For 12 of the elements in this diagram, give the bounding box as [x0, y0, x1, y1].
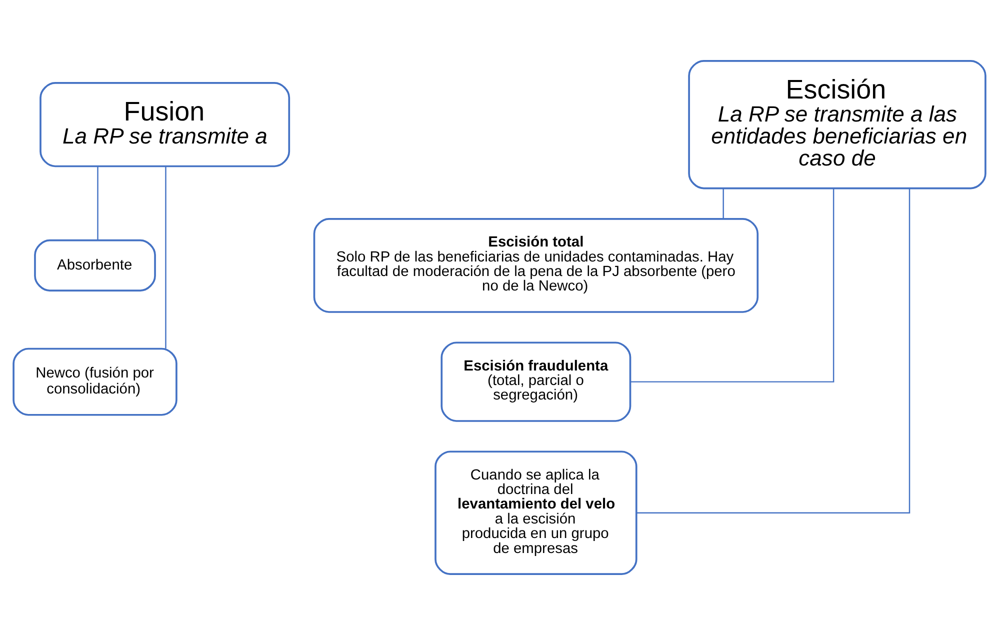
node-box: Absorbente — [34, 239, 156, 292]
connector — [165, 166, 166, 349]
node-box: Fusion La RP se transmite a — [40, 82, 290, 168]
connector — [722, 188, 724, 219]
node-box: Escisión total Solo RP de las beneficiarias de unidades contaminadas. Hay facultad de moderación de la pena de la PJ absorbente (pero no de la Newco) — [313, 218, 759, 313]
node-box: Escisión fraudulenta (total, parcial o segregación) — [440, 342, 632, 422]
connector — [630, 188, 834, 382]
connector — [97, 166, 98, 240]
connector — [636, 188, 910, 514]
node-box: Newco (fusión por consolidación) — [12, 348, 178, 416]
node-box: Escisión La RP se transmite a las entidades beneficiarias en caso de — [688, 60, 986, 190]
node-box: Cuando se aplica la doctrina del levantamiento del velo a la escisión producida en un grupo de empresas — [434, 450, 638, 576]
